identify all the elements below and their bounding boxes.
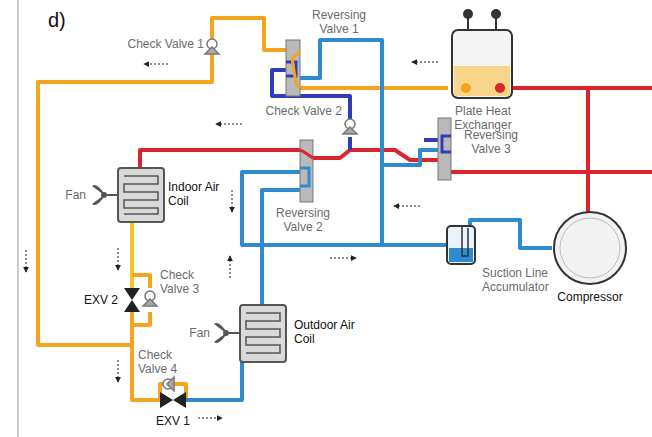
- outdoor-coil: [240, 305, 286, 362]
- liquid-pipe: [130, 222, 134, 288]
- component-label: Outdoor Air Coil: [294, 318, 360, 346]
- flow-arrow: [26, 62, 438, 418]
- suction-pipe: [470, 220, 552, 248]
- suction-pipe: [186, 362, 242, 400]
- component-label: Indoor Air Coil: [168, 180, 230, 208]
- compressor: [554, 212, 626, 284]
- valve-label: Check Valve 1: [112, 37, 204, 51]
- suction-pipe: [382, 150, 438, 165]
- fan-symbol: [92, 185, 118, 205]
- vapor-pipe: [424, 138, 438, 142]
- reversing-valve: [286, 40, 300, 96]
- expansion-valve: [124, 288, 140, 312]
- suction-pipe: [242, 172, 447, 245]
- indoor-coil: [118, 168, 164, 222]
- valve-label: Check Valve 2: [246, 104, 342, 118]
- component-label: Plate Heat Exchanger: [440, 104, 526, 132]
- valve-label: EXV 1: [146, 414, 200, 428]
- valve-label: Check Valve 3: [160, 268, 214, 296]
- fan-label: Fan: [50, 188, 86, 202]
- valve-label: Reversing Valve 2: [270, 206, 336, 234]
- liquid-pipe: [130, 312, 134, 345]
- liquid-pipe: [300, 86, 448, 90]
- valve-label: Check Valve 4: [138, 348, 190, 376]
- discharge-pipe: [140, 150, 300, 168]
- border-line: [18, 0, 19, 437]
- plate-heat-exchanger: [452, 9, 512, 98]
- valve-label: Reversing Valve 3: [456, 128, 526, 156]
- figure-letter: d): [48, 8, 66, 32]
- liquid-pipe: [38, 18, 286, 345]
- valve-label: EXV 2: [70, 293, 118, 307]
- valve-label: Reversing Valve 1: [306, 8, 372, 36]
- check-valve: [143, 39, 357, 391]
- component-label: Suction Line Accumulator: [482, 266, 572, 294]
- discharge-pipe: [500, 86, 652, 90]
- component-label: Compressor: [540, 290, 640, 304]
- discharge-pipe: [451, 170, 652, 174]
- discharge-pipe: [586, 88, 590, 212]
- reversing-valve: [300, 140, 313, 202]
- suction-accumulator: [447, 226, 475, 264]
- fan-label: Fan: [176, 326, 210, 340]
- reversing-valve: [438, 118, 451, 180]
- expansion-valve: [160, 392, 186, 408]
- fan-symbol: [214, 323, 240, 343]
